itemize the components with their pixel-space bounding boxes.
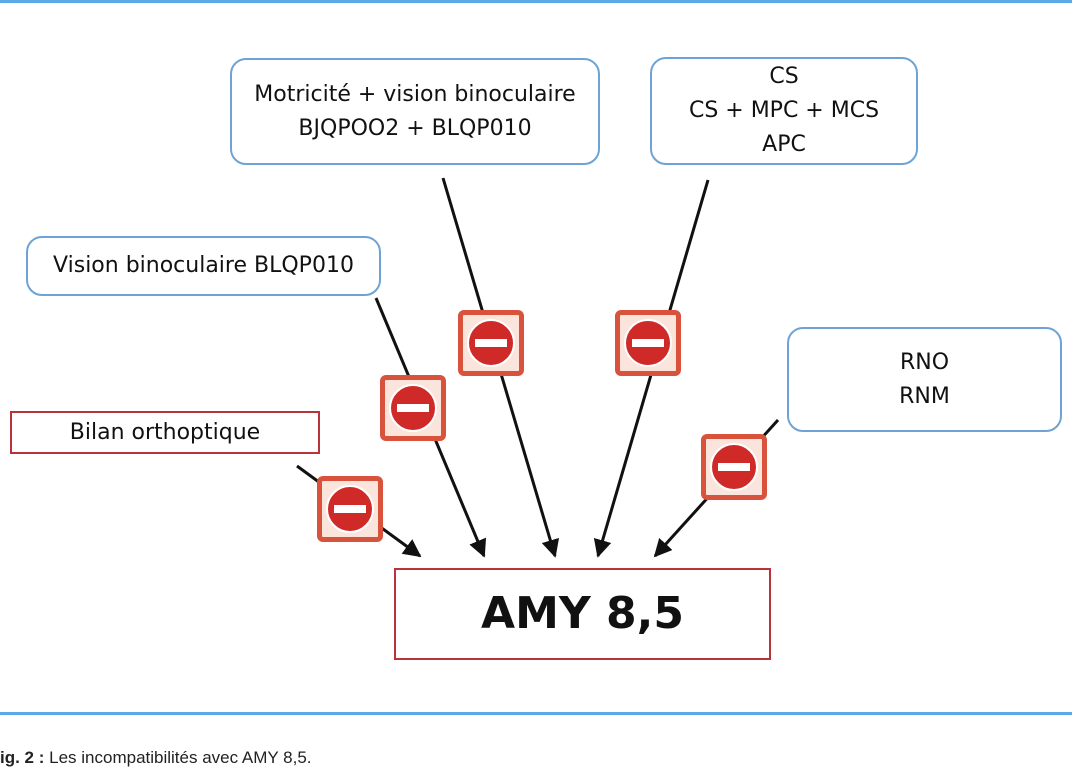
- cs-line-2: CS + MPC + MCS: [688, 98, 880, 123]
- no-entry-icon: [317, 476, 383, 542]
- figure-caption: ig. 2 : Les incompatibilités avec AMY 8,…: [0, 748, 312, 768]
- no-entry-icon: [380, 375, 446, 441]
- box-vision-binoculaire: Vision binoculaire BLQP010: [26, 236, 381, 296]
- motricite-line-1: Motricité + vision binoculaire: [254, 81, 576, 107]
- vision-line-1: Vision binoculaire BLQP010: [53, 253, 354, 278]
- no-entry-icon: [615, 310, 681, 376]
- box-rno: RNO RNM: [787, 327, 1062, 432]
- cs-line-3: APC: [762, 132, 806, 157]
- rno-line-2: RNM: [899, 383, 950, 409]
- box-amy: AMY 8,5: [394, 568, 771, 660]
- bilan-line-1: Bilan orthoptique: [69, 419, 261, 445]
- motricite-line-2: BJQPOO2 + BLQP010: [298, 115, 532, 141]
- box-motricite: Motricité + vision binoculaire BJQPOO2 +…: [230, 58, 600, 165]
- caption-text: Les incompatibilités avec AMY 8,5.: [44, 748, 312, 767]
- rno-line-1: RNO: [899, 349, 950, 375]
- cs-line-1: CS: [769, 64, 799, 89]
- no-entry-icon: [701, 434, 767, 500]
- no-entry-icon: [458, 310, 524, 376]
- box-bilan-orthoptique: Bilan orthoptique: [10, 411, 320, 454]
- box-cs: CS CS + MPC + MCS APC: [650, 57, 918, 165]
- top-rule: [0, 0, 1072, 3]
- bottom-rule: [0, 712, 1072, 715]
- caption-label: ig. 2 :: [0, 748, 45, 767]
- amy-label: AMY 8,5: [481, 588, 684, 639]
